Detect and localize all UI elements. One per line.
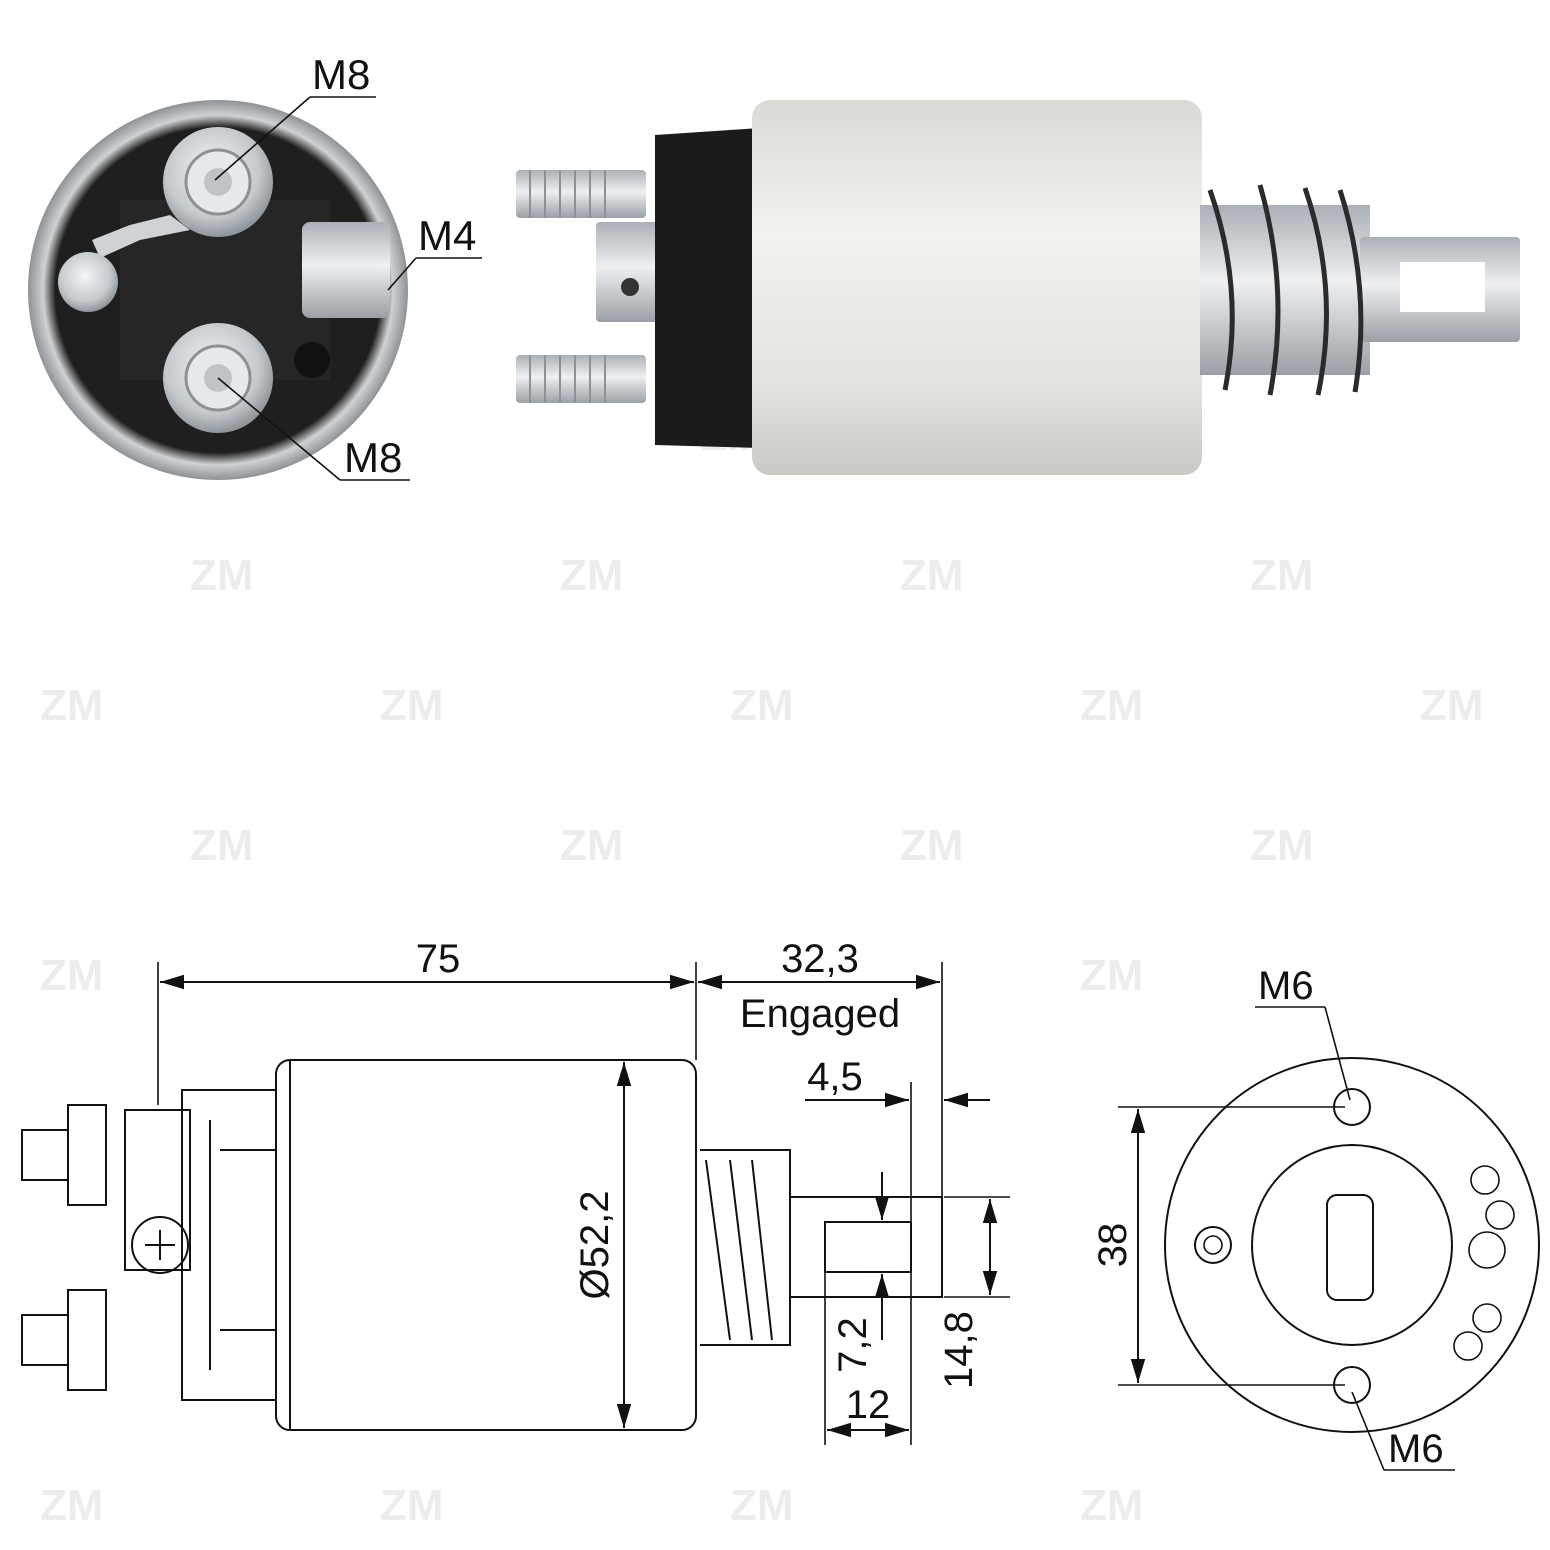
watermark-logo: ZM — [1420, 681, 1484, 730]
watermark-logo: ZM — [1080, 1481, 1144, 1530]
drawing-end-center-boss — [1251, 1144, 1453, 1346]
solenoid-body — [752, 100, 1202, 475]
watermark-logo: ZM — [730, 1481, 794, 1530]
leader-bottom-m6 — [1351, 1391, 1385, 1471]
drawing-plunger-slot — [824, 1221, 912, 1273]
leader-top-m6 — [1324, 1006, 1351, 1101]
drawing-bottom-nut — [67, 1289, 107, 1391]
drawing-bottom-thread — [21, 1314, 69, 1366]
drawing-end-plunger-slot — [1326, 1194, 1374, 1301]
black-end-cap — [655, 128, 760, 448]
dim-label-38: 38 — [1091, 1223, 1135, 1268]
leader-bottom-m8 — [217, 377, 341, 481]
drawing-terminal-hole — [1453, 1331, 1483, 1361]
spade-terminal-hole — [621, 278, 639, 296]
drawing-spade — [124, 1109, 191, 1271]
label-m4: M4 — [418, 212, 476, 259]
drawing-screw-head — [131, 1216, 189, 1274]
dim-note-engaged: Engaged — [740, 992, 900, 1036]
top-stud-end — [204, 168, 232, 196]
label-bottom-m6: M6 — [1388, 1427, 1444, 1471]
watermark-logo: ZM — [190, 551, 254, 600]
drawing-terminal-hole — [1470, 1165, 1500, 1195]
top-stud-thread — [516, 170, 646, 218]
drawing-left-rivet — [1194, 1226, 1232, 1264]
watermark-logo: ZM — [1080, 681, 1144, 730]
dim-label-4-5: 4,5 — [807, 1055, 863, 1099]
plunger-shaft — [1200, 205, 1370, 375]
watermark-logo: ZM — [560, 551, 624, 600]
watermark-logo: ZM — [900, 551, 964, 600]
rivet-head — [58, 252, 118, 312]
drawing-spring — [700, 1149, 791, 1346]
dim-label-7-2: 7,2 — [831, 1317, 875, 1373]
drawing-terminal-hole — [1472, 1303, 1502, 1333]
label-top-m8: M8 — [312, 51, 370, 98]
m4-terminal — [302, 222, 390, 318]
dim-label-12: 12 — [846, 1383, 891, 1427]
dim-label-diameter: Ø52,2 — [573, 1191, 617, 1300]
watermark-logo: ZM — [1080, 951, 1144, 1000]
dim-label-75: 75 — [416, 937, 461, 981]
watermark-logo: ZM — [560, 821, 624, 870]
end-cap-rib — [120, 200, 330, 380]
drawing-end-outline — [1164, 1057, 1540, 1433]
leader-top-m8 — [214, 96, 311, 181]
plunger-tab-slot — [1400, 262, 1485, 312]
drawing-left-rivet-inner — [1203, 1235, 1223, 1255]
vent-hole — [294, 342, 330, 378]
watermark-logo: ZM — [380, 1481, 444, 1530]
watermark-logo: ZM — [40, 681, 104, 730]
drawing-screw-cross — [145, 1230, 175, 1260]
dim-label-32-3: 32,3 — [781, 937, 859, 981]
dim-label-14-8: 14,8 — [937, 1311, 981, 1389]
leader-m4 — [387, 257, 417, 291]
label-top-m6: M6 — [1258, 964, 1314, 1008]
watermark-logo: ZM — [900, 821, 964, 870]
label-bottom-m8: M8 — [344, 434, 402, 481]
photo-side-view — [516, 100, 1520, 475]
drawing-side-view: 75 32,3 Engaged 4,5 Ø52,2 7,2 14,8 12 — [21, 937, 1010, 1445]
drawing-top-nut — [67, 1104, 107, 1206]
thread-ridges — [529, 170, 606, 403]
watermark-logo: ZM — [40, 1481, 104, 1530]
drawing-plunger — [789, 1196, 943, 1298]
drawing-end-view: 38 M6 M6 — [1091, 964, 1540, 1471]
drawing-terminal-hole — [1485, 1200, 1515, 1230]
drawing-top-thread — [21, 1129, 69, 1181]
drawing-body — [275, 1059, 697, 1431]
drawing-end-cap — [181, 1089, 276, 1401]
watermark-logo: ZM — [1250, 821, 1314, 870]
watermark-logo: ZM — [1250, 551, 1314, 600]
drawing-terminal-hole — [1468, 1231, 1506, 1269]
return-spring — [1207, 184, 1364, 396]
watermark-logo: ZM — [380, 681, 444, 730]
photo-end-view: M8 M4 M8 — [28, 51, 482, 481]
strap-terminal — [92, 215, 190, 258]
watermark-logo: ZM — [730, 681, 794, 730]
watermark-logo: ZM — [40, 951, 104, 1000]
bottom-stud-thread — [516, 355, 646, 403]
watermark-logo: ZM — [190, 821, 254, 870]
